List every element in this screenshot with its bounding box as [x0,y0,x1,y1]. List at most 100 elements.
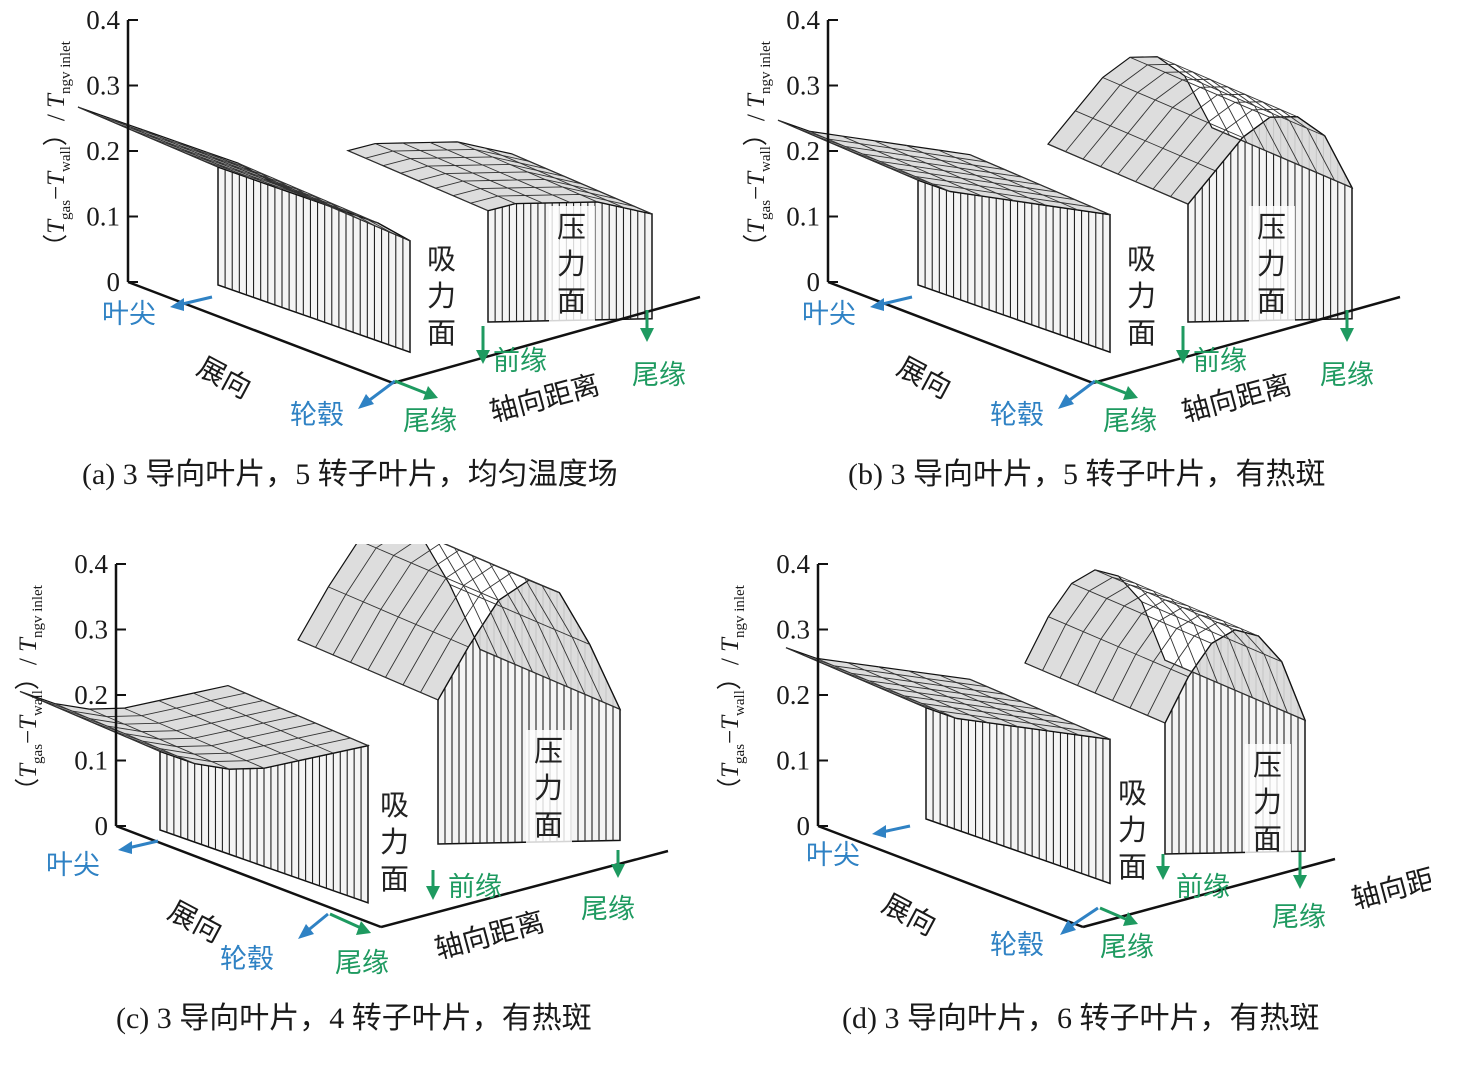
panel-b-caption: (b) 3 导向叶片，5 转子叶片，有热斑 [848,458,1325,491]
pressure-char-1: 压 [534,734,563,768]
le-label: 前缘 [448,872,502,903]
pressure-block-mesh [1157,56,1298,118]
z-title-dash: − [15,730,42,744]
hub-label: 轮毂 [220,944,274,975]
pressure-block-mesh [1129,56,1271,118]
suction-block-mesh [939,674,1080,736]
z-axis-title: （Tgas−Twall）/ Tngv inlet [716,584,748,803]
suction-block-mesh [785,647,927,709]
suction-block-mesh [908,670,1049,732]
suction-box [419,238,463,354]
span-label: 展向 [877,887,942,942]
span-label: 展向 [163,894,228,949]
suction-char-1: 吸 [1118,776,1147,810]
te-label-2: 尾缘 [581,894,635,925]
panel-c-surface [19,544,622,904]
te-label-1: 尾缘 [1103,406,1157,437]
axial-label: 轴向距离 [1348,855,1431,916]
z-tick-label: 0.2 [786,136,820,166]
pressure-block-mesh [1048,616,1189,678]
z-ticks: 00.10.20.30.4 [786,5,838,297]
pressure-block-mesh [1118,575,1259,637]
axial-label: 轴向距离 [431,905,548,966]
suction-block-mesh [123,707,265,769]
pressure-box [526,730,572,846]
le-arrowhead-icon [476,350,490,364]
suction-char-2: 力 [1118,813,1147,847]
z-tick-label: 0 [107,267,121,297]
z-title-dash: − [743,186,770,200]
z-ticks: 00.10.20.30.4 [776,549,828,841]
hub-arrowhead-icon [1060,920,1076,935]
span-label: 展向 [192,350,257,405]
tip-label: 叶尖 [802,299,856,330]
suction-char-3: 面 [380,862,409,896]
te-label-2: 尾缘 [1320,360,1374,391]
panel-c-annotations: 叶尖 展向 轮毂 尾缘 前缘 尾缘 轴向距离 吸 力 面 压 力 面 [46,730,635,979]
axial-axis-line [380,849,669,929]
suction-block-mesh [841,135,983,197]
le-arrowhead-icon [426,886,440,900]
te-label-2: 尾缘 [1272,902,1326,933]
z-ticks: 00.10.20.30.4 [86,5,138,297]
pressure-char-3: 面 [534,808,563,842]
z-axis-title: （Tgas−Twall）/ Tngv inlet [14,584,46,803]
te2-arrowhead-icon [1340,328,1354,342]
te2-arrowhead-icon [1293,875,1307,889]
te-arrow-icon [394,379,429,396]
le-label: 前缘 [493,346,547,377]
hub-arrow-icon [1066,379,1096,404]
suction-block-mesh [905,144,1047,206]
z-tick-label: 0 [807,267,821,297]
pressure-block-mesh [1024,662,1166,724]
axial-label: 轴向距离 [486,368,603,429]
suction-block-mesh [193,692,334,754]
hub-arrow-icon [1067,906,1099,930]
pressure-block-mesh [1102,77,1243,138]
z-title-ngv: ngv inlet [758,40,774,94]
svg-text:（Tgas−Twall）/ Tngv inlet: （Tgas−Twall）/ Tngv inlet [742,40,774,259]
z-title-gas: gas [30,744,46,764]
z-tick-label: 0.4 [776,549,810,579]
suction-block-mesh [54,703,195,764]
panel-b-annotations: 叶尖 展向 轮毂 尾缘 前缘 尾缘 轴向距离 吸 力 面 压 力 面 [802,206,1374,437]
tip-arrowhead-icon [870,298,884,311]
suction-box [1119,238,1163,354]
z-title-ngv: ngv inlet [58,40,74,94]
tip-arrowhead-icon [872,825,886,838]
panel-d-caption: (d) 3 导向叶片，6 转子叶片，有热斑 [842,1002,1319,1035]
z-title-wall: wall [58,146,74,172]
z-tick-label: 0.2 [86,136,120,166]
axial-label: 轴向距离 [1178,368,1295,429]
suction-block-mesh [809,130,951,192]
z-title-wall: wall [732,690,748,716]
te2-arrowhead-icon [640,328,654,342]
suction-block-mesh [269,180,411,242]
z-tick-label: 0.4 [74,549,108,579]
pressure-char-2: 力 [1253,785,1282,819]
suction-block-mesh [937,149,1079,211]
tip-arrowhead-icon [118,841,132,854]
tip-arrow-icon [127,839,159,850]
suction-char-3: 面 [1118,850,1147,884]
hub-label: 轮毂 [290,400,344,431]
pressure-block-mesh [484,147,625,209]
suction-block-mesh [19,690,161,752]
hub-arrowhead-icon [1058,394,1074,409]
te-label-1: 尾缘 [1100,932,1154,963]
pressure-char-1: 压 [557,210,586,244]
suction-block-mesh [227,685,369,747]
pressure-block-mesh [328,586,469,648]
z-title-close-paren: ）/ [42,108,70,146]
te-arrowhead-icon [356,921,371,935]
pressure-block-mesh [1141,601,1282,663]
suction-char-1: 吸 [427,242,456,276]
z-tick-label: 0.1 [86,202,120,232]
z-tick-label: 0.2 [776,680,810,710]
span-axis-line [827,280,1094,385]
z-title-T3: T [15,636,42,652]
suction-block-mesh [877,666,1019,728]
z-tick-label: 0.1 [776,746,810,776]
le-label: 前缘 [1176,872,1230,903]
